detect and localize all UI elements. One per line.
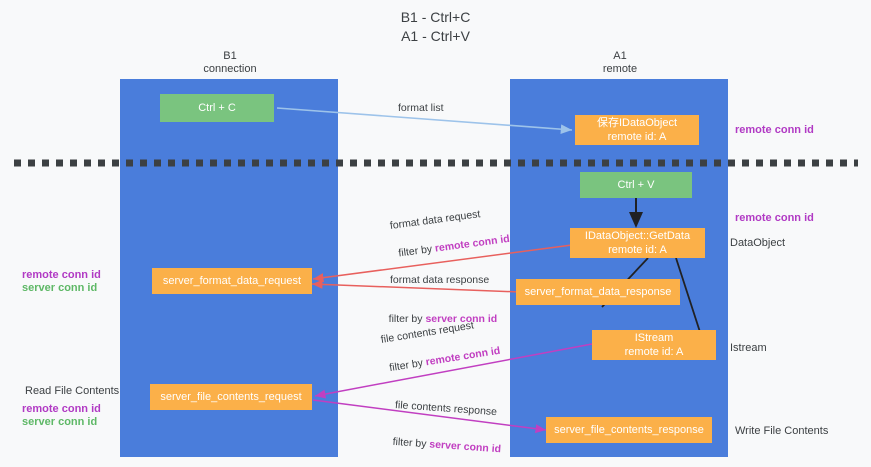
annotation-remote-conn-id-mid: remote conn id: [735, 212, 814, 224]
edge-label-file-contents-response: file contents response: [394, 399, 498, 419]
filter-prefix-3: filter by: [388, 356, 427, 375]
annotation-left-remote-conn-id-2: remote conn id: [22, 403, 101, 415]
box-getdata-line1: IDataObject::GetData: [584, 230, 691, 242]
edge-label-format-data-response: format data response: [390, 274, 490, 286]
box-server-format-data-response[interactable]: server_format_data_response: [516, 279, 680, 305]
box-server-file-contents-request[interactable]: server_file_contents_request: [150, 384, 312, 410]
edge-label-file-contents-response-filter: filter by server conn id: [379, 419, 502, 467]
filter-key-remote-conn-id-1: remote conn id: [434, 232, 511, 255]
box-getdata-line2: remote id: A: [608, 244, 667, 256]
annotation-remote-conn-id-top: remote conn id: [735, 124, 814, 136]
annotation-left-server-conn-id: server conn id: [22, 282, 98, 294]
edge-label-format-list: format list: [398, 102, 444, 114]
annotation-istream: Istream: [730, 342, 767, 354]
box-ctrl-c[interactable]: Ctrl + C: [160, 94, 274, 122]
annotation-left-remote-conn-id: remote conn id: [22, 269, 101, 281]
filter-key-remote-conn-id-2: remote conn id: [424, 344, 502, 369]
box-server-file-contents-response[interactable]: server_file_contents_response: [546, 417, 712, 443]
annotation-left-server-conn-id-2: server conn id: [22, 416, 98, 428]
box-idataobject-getdata[interactable]: IDataObject::GetData remote id: A: [570, 228, 705, 258]
filter-prefix-4: filter by: [392, 435, 430, 451]
box-server-format-data-request[interactable]: server_format_data_request: [152, 268, 312, 294]
lane-header-a1-name: A1: [613, 50, 627, 62]
lane-header-b1-sub: connection: [203, 63, 257, 75]
box-istream-line1: IStream: [634, 332, 674, 344]
box-save-idataobject-line1: 保存IDataObject: [596, 117, 678, 129]
box-save-idataobject[interactable]: 保存IDataObject remote id: A: [575, 115, 699, 145]
diagram-title-line1: B1 - Ctrl+C: [400, 9, 471, 25]
annotation-write-file-contents: Write File Contents: [735, 425, 829, 437]
filter-prefix-2: filter by: [388, 313, 426, 325]
box-istream-line2: remote id: A: [624, 346, 684, 358]
diagram-title-line2: A1 - Ctrl+V: [401, 28, 470, 44]
filter-prefix-1: filter by: [397, 242, 436, 260]
box-istream[interactable]: IStream remote id: A: [592, 330, 716, 360]
annotation-dataobject: DataObject: [730, 237, 786, 249]
lane-header-a1-sub: remote: [602, 63, 638, 75]
box-ctrl-v[interactable]: Ctrl + V: [580, 172, 692, 198]
filter-key-server-conn-id-1: server conn id: [425, 313, 498, 325]
lane-header-b1-name: B1: [223, 50, 237, 62]
edge-label-format-data-response-filter: filter by server conn id: [377, 297, 498, 342]
box-save-idataobject-line2: remote id: A: [607, 131, 667, 143]
filter-key-server-conn-id-2: server conn id: [428, 438, 502, 456]
annotation-read-file-contents: Read File Contents: [25, 385, 120, 397]
